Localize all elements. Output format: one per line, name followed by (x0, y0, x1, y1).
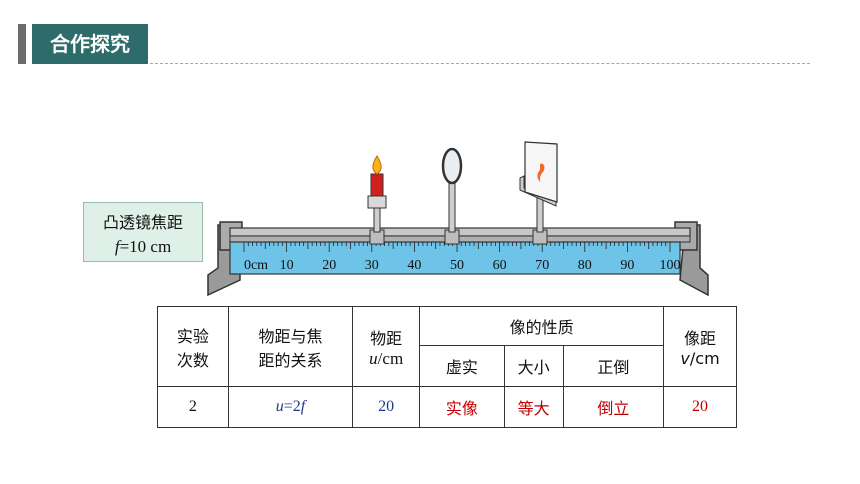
cell-orientation: 倒立 (562, 386, 665, 428)
header-divider (150, 63, 810, 64)
ruler-label: 50 (450, 258, 464, 273)
ruler-label: 60 (493, 258, 507, 273)
convex-lens (441, 147, 463, 245)
header-accent-bar (18, 24, 26, 64)
header-relation: 物距与焦 距的关系 (227, 306, 354, 387)
cell-object-distance: 20 (352, 386, 421, 428)
header-object-distance: 物距 u/cm (352, 306, 421, 387)
cell-size: 等大 (503, 386, 564, 428)
light-screen (519, 141, 558, 245)
candle (370, 173, 384, 197)
header-image-distance: 像距 v/cm (663, 306, 737, 387)
ruler-label: 10 (280, 258, 294, 273)
cell-trial: 2 (157, 386, 229, 428)
section-title: 合作探究 (32, 24, 148, 64)
ruler-label: 40 (407, 258, 421, 273)
header-trial: 实验 次数 (157, 306, 229, 387)
header-size: 大小 (503, 345, 564, 387)
inverted-image (537, 163, 545, 182)
cell-image-distance: 20 (663, 386, 737, 428)
header-orientation: 正倒 (562, 345, 665, 387)
ruler-label: 100 (660, 258, 681, 273)
ruler-label: 70 (535, 258, 549, 273)
experiment-table: 实验 次数 物距与焦 距的关系 物距 u/cm 像的性质 像距 v/cm 虚实 … (157, 306, 737, 428)
ruler-label: 80 (578, 258, 592, 273)
bench-rail-top (229, 227, 691, 237)
cell-real-virtual: 实像 (419, 386, 505, 428)
ruler-labels: 0cm 10 20 30 40 50 60 70 80 90 100 (244, 258, 681, 273)
ruler-scale (229, 241, 681, 275)
ruler-label: 0cm (244, 258, 268, 273)
header-real-virtual: 虚实 (419, 345, 505, 387)
ruler-label: 90 (620, 258, 634, 273)
focal-length-box: 凸透镜焦距 f=10 cm (83, 202, 203, 262)
header-image-nature: 像的性质 (419, 306, 665, 346)
optical-bench-illustration: 0cm 10 20 30 40 50 60 70 80 90 100 (207, 141, 709, 297)
focal-length-value: f=10 cm (114, 237, 172, 256)
focal-length-label: 凸透镜焦距 (102, 213, 183, 232)
ruler-label: 20 (322, 258, 336, 273)
ruler-label: 30 (365, 258, 379, 273)
candle-holder (367, 155, 387, 245)
bench-rail-mid (229, 235, 691, 243)
candle-flame (372, 155, 382, 175)
cell-relation: u=2f (227, 386, 354, 428)
